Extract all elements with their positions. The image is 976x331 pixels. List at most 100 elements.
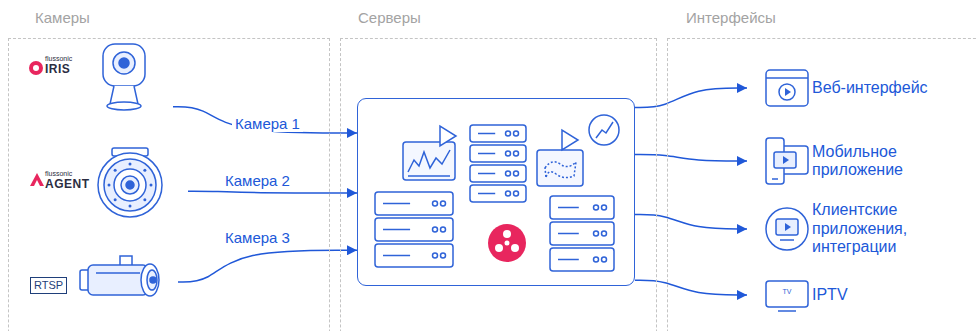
server-illustration	[441, 253, 446, 258]
column-heading: Серверы	[358, 9, 421, 26]
interface-icon	[779, 84, 795, 100]
server-illustration	[558, 233, 579, 235]
camera-icon	[103, 44, 145, 110]
brand-name: flussonic	[45, 55, 72, 62]
server-illustration	[375, 125, 614, 271]
server-logo	[511, 244, 519, 252]
server-illustration	[589, 115, 619, 145]
camera-icon	[103, 44, 145, 86]
server-illustration	[478, 193, 495, 195]
bullet-camera-icon	[80, 256, 159, 296]
dome-camera-icon	[126, 181, 134, 189]
connector-group	[173, 88, 747, 295]
connector-arrow	[178, 250, 357, 282]
brand-logo	[33, 65, 39, 71]
server-illustration	[514, 171, 519, 176]
brand-name: flussonic	[45, 170, 72, 177]
brand-logo	[29, 61, 44, 186]
server-illustration	[545, 162, 576, 178]
protocol-badge: RTSP	[30, 277, 67, 294]
brand-logo	[30, 173, 44, 186]
dome-camera-icon	[98, 153, 162, 217]
server-logo	[495, 244, 503, 252]
server-illustration	[594, 205, 599, 210]
column-heading: Камеры	[35, 9, 90, 26]
bullet-camera-icon	[96, 272, 140, 274]
server-column: Серверы	[340, 0, 657, 331]
server-illustration	[558, 207, 579, 209]
server-illustration	[550, 222, 614, 245]
server-illustration	[440, 126, 456, 146]
dome-camera-icon	[108, 184, 111, 187]
camera-icon	[107, 102, 141, 110]
server-illustration	[375, 218, 453, 241]
server-illustration	[433, 253, 438, 258]
server-illustration	[506, 131, 511, 136]
camera-column: КамерыflussonicIRISflussonicAGENTRTSP	[8, 0, 330, 331]
server-illustration	[433, 201, 438, 206]
server-illustration	[408, 175, 450, 177]
server-illustration	[602, 257, 607, 262]
brand-product: IRIS	[45, 63, 70, 75]
interface-item: TVIPTV	[747, 278, 967, 312]
server-illustration	[550, 248, 614, 271]
dome-camera-icon	[143, 198, 146, 201]
server-box	[357, 98, 635, 286]
interface-icon	[766, 208, 808, 250]
server-logo	[503, 230, 511, 238]
server-illustration	[506, 191, 511, 196]
server-illustration	[478, 173, 495, 175]
server-illustration	[514, 151, 519, 156]
server-illustration	[441, 201, 446, 206]
server-logo	[488, 224, 526, 262]
interface-item: Мобильное приложение	[747, 136, 967, 186]
interface-icon	[766, 70, 808, 106]
interface-label: Веб-интерфейс	[812, 79, 928, 97]
server-illustration	[383, 255, 410, 257]
interface-item: Клиентские приложения, интеграции	[747, 196, 967, 262]
column-heading: Интерфейсы	[686, 9, 776, 26]
dome-camera-icon	[104, 159, 156, 211]
server-illustration	[514, 131, 519, 136]
interface-label: Клиентские приложения, интеграции	[812, 201, 932, 256]
camera-icon	[119, 58, 129, 68]
dome-camera-icon	[114, 198, 117, 201]
interface-item: Веб-интерфейс	[747, 68, 967, 108]
server-illustration	[441, 227, 446, 232]
interface-column: ИнтерфейсыВеб-интерфейсМобильное приложе…	[667, 0, 976, 331]
interface-icon	[785, 88, 791, 96]
server-illustration	[478, 153, 495, 155]
interface-icon	[776, 219, 798, 235]
connector-arrow	[635, 154, 747, 161]
server-illustration	[602, 205, 607, 210]
interface-icon	[772, 178, 778, 180]
connector-label: Камера 2	[222, 172, 293, 189]
server-logo	[488, 224, 526, 262]
dome-camera-icon	[150, 184, 153, 187]
server-illustration	[375, 192, 453, 215]
brand-logo	[34, 180, 40, 186]
connector-label: Камера 1	[232, 115, 303, 132]
connector-arrow	[635, 88, 747, 107]
interface-icon	[780, 239, 794, 241]
interface-icon	[766, 77, 808, 79]
tv-badge: TV	[765, 288, 809, 295]
dome-camera-icon	[121, 176, 139, 194]
dome-camera-icon	[98, 148, 162, 217]
bullet-camera-icon	[150, 277, 156, 283]
interface-icon	[778, 310, 796, 312]
server-illustration	[558, 259, 579, 261]
server-illustration	[470, 185, 526, 202]
server-illustration	[470, 125, 526, 142]
server-illustration	[506, 151, 511, 156]
bullet-camera-icon	[147, 270, 157, 290]
connector-arrow	[635, 280, 747, 295]
server-illustration	[602, 231, 607, 236]
server-illustration	[403, 142, 455, 180]
interface-icon	[774, 152, 796, 168]
server-illustration	[478, 133, 495, 135]
server-illustration	[470, 165, 526, 182]
server-illustration	[594, 231, 599, 236]
connector-arrow	[635, 215, 747, 229]
